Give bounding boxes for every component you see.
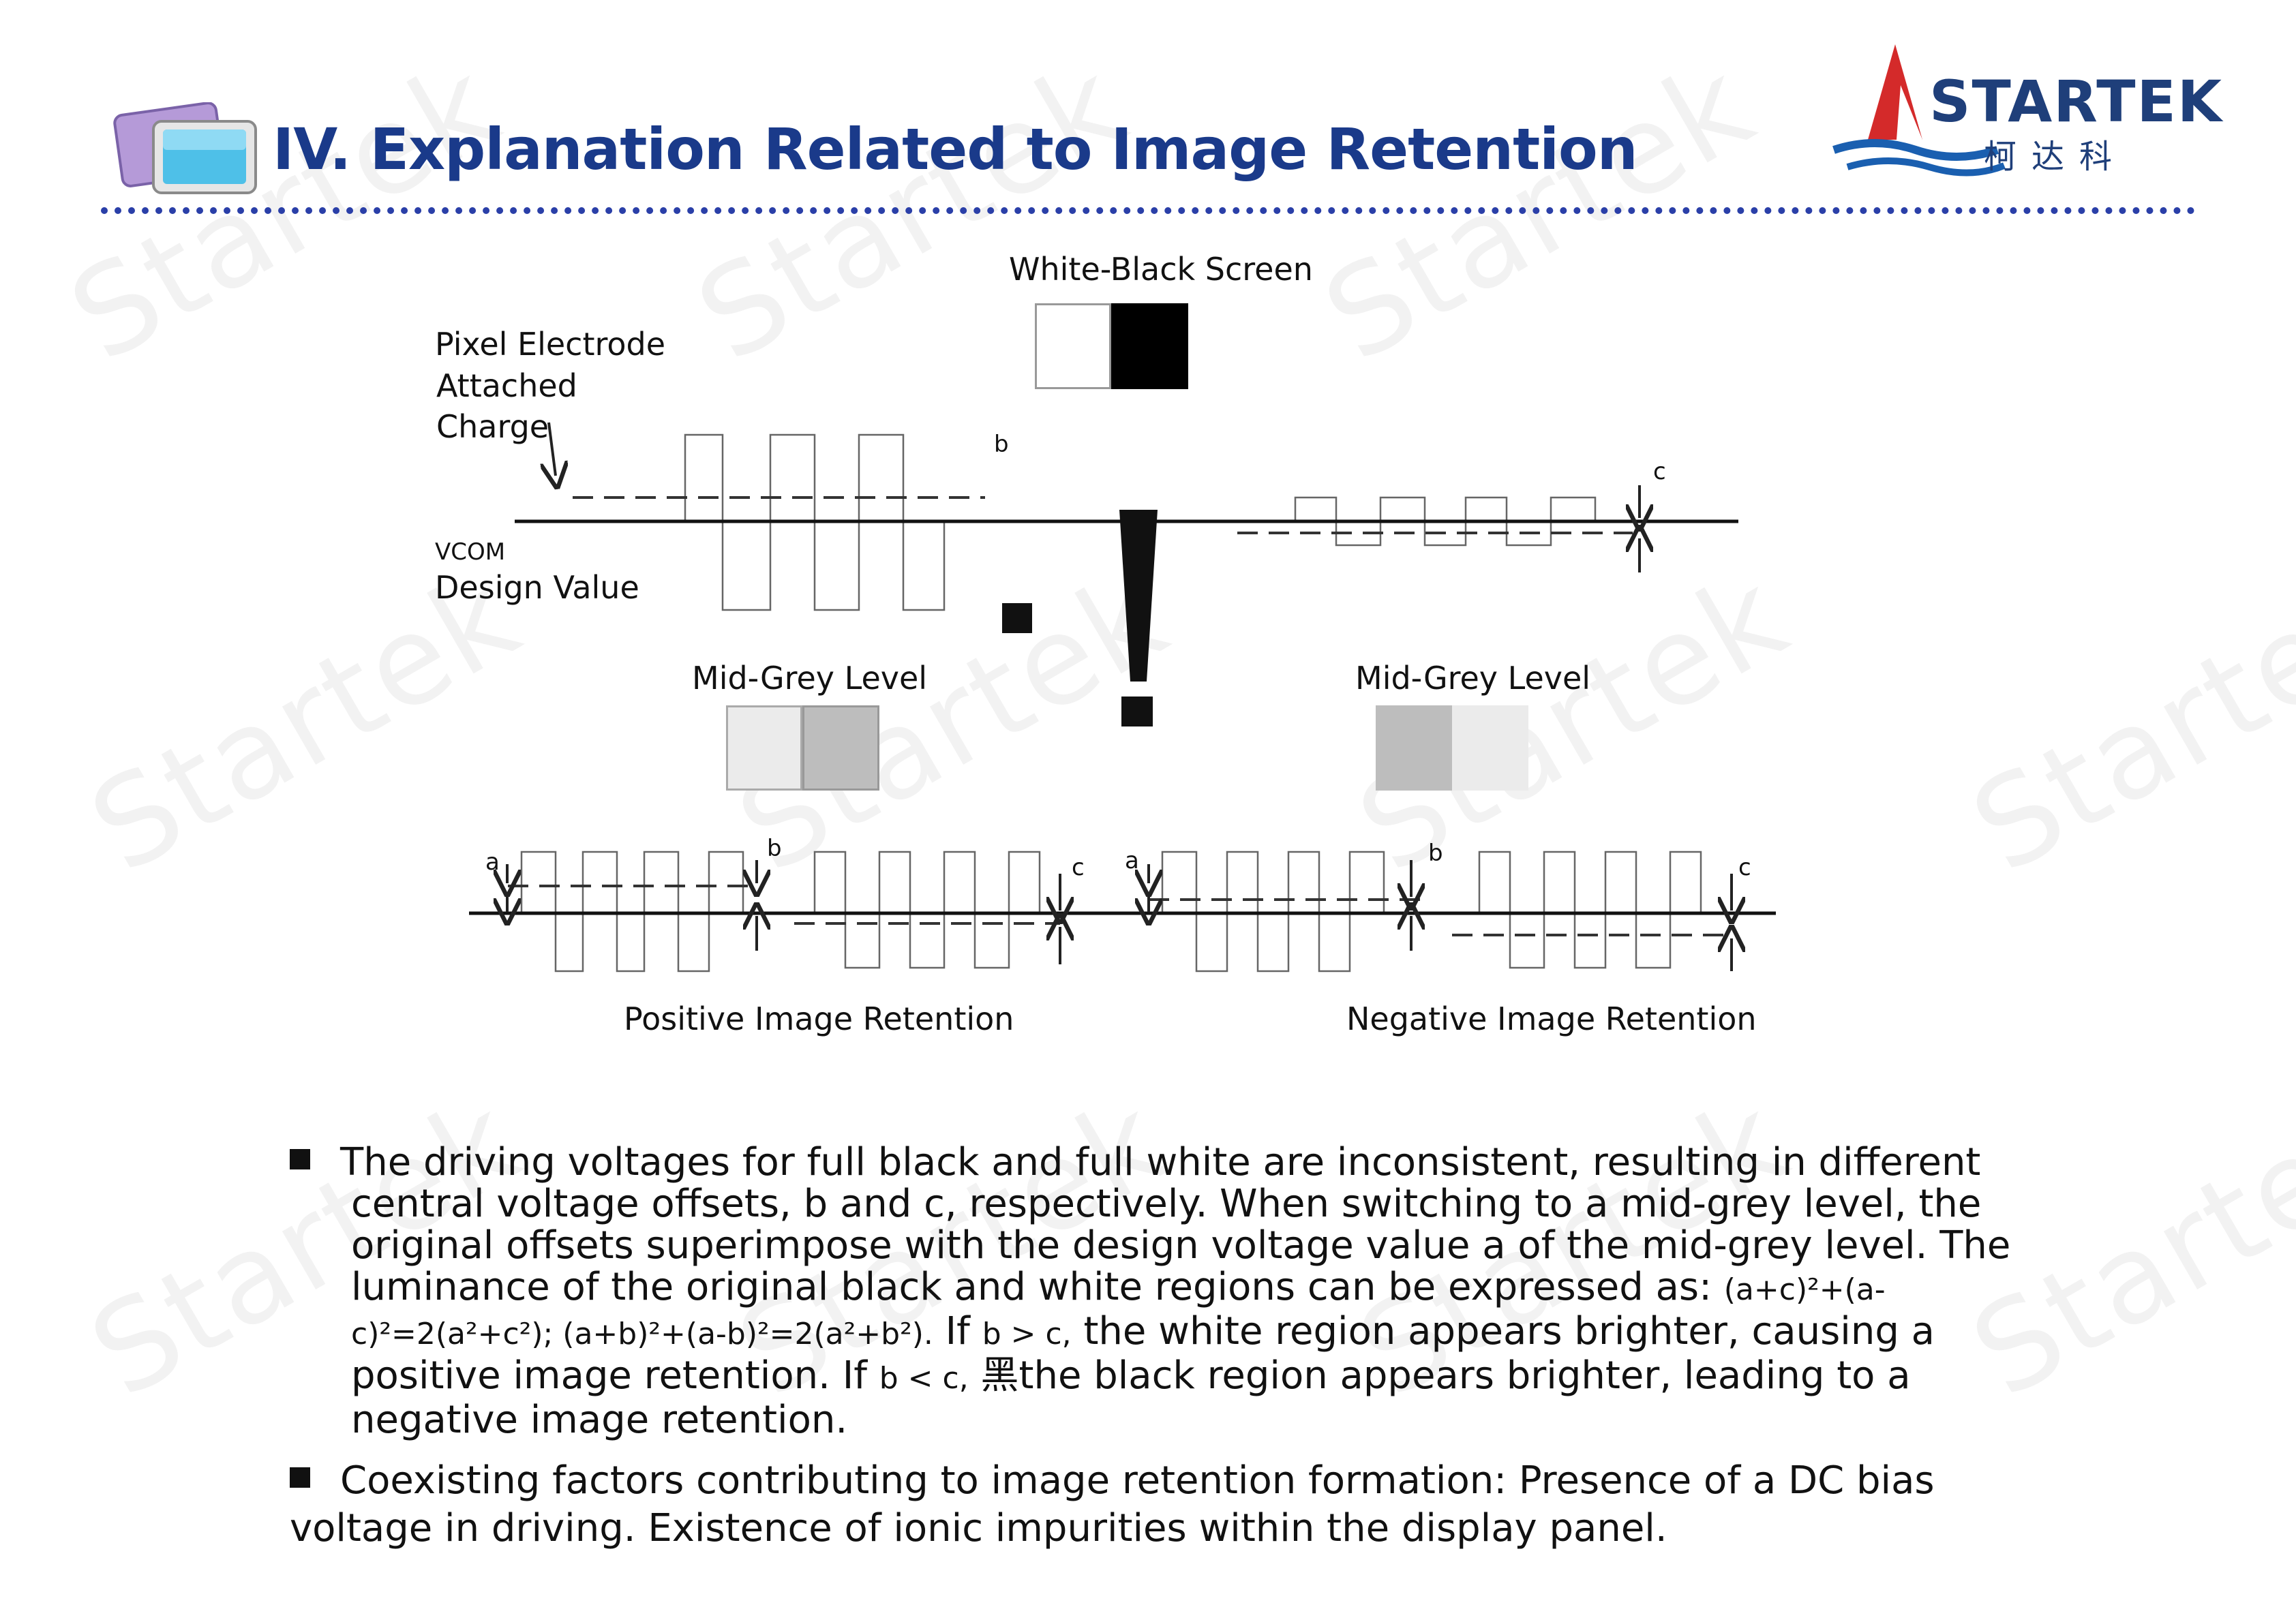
logo-name: STARTEK (1929, 68, 2223, 135)
light-grey-swatch (1452, 705, 1528, 791)
letter-c: c (1738, 854, 1751, 881)
startek-logo (1832, 44, 2006, 177)
bullet-text: Coexisting factors contributing to image… (290, 1458, 1935, 1550)
letter-c: c (1653, 458, 1666, 485)
condition-formula: b < c, (879, 1361, 969, 1396)
bullet-text: If (933, 1309, 982, 1353)
mid-grey-swatch (1376, 705, 1452, 791)
letter-b: b (767, 835, 782, 862)
negative-retention-label: Negative Image Retention (1346, 1000, 1757, 1037)
bullet-item: The driving voltages for full black and … (290, 1142, 2049, 1441)
black-swatch (1111, 303, 1188, 389)
pixel-electrode-label-line3: Charge (436, 408, 549, 445)
bullet-square-icon (290, 1467, 310, 1488)
vcom-label: VCOM (435, 538, 506, 566)
letter-c: c (1072, 854, 1085, 881)
letter-a: a (485, 848, 500, 876)
bullet-text: 黑the black region appears brighter, lead… (351, 1353, 1911, 1442)
mid-grey-left-label: Mid-Grey Level (692, 660, 928, 697)
white-swatch (1035, 303, 1111, 389)
letter-b: b (1428, 840, 1443, 867)
letter-b: b (994, 431, 1009, 458)
positive-retention-label: Positive Image Retention (624, 1000, 1014, 1037)
design-value-label: Design Value (435, 569, 639, 606)
mid-grey-right-label: Mid-Grey Level (1355, 660, 1591, 697)
bullet-item: Coexisting factors contributing to image… (290, 1457, 2049, 1552)
letter-a: a (1125, 847, 1139, 874)
condition-formula: b > c, (982, 1317, 1072, 1351)
header-divider (101, 207, 2195, 214)
white-black-screen-label: White-Black Screen (1009, 251, 1313, 288)
logo-chinese-name: 柯达科 (1984, 138, 2128, 176)
pixel-electrode-label-line1: Pixel Electrode (435, 326, 666, 363)
bullet-text: the white region appears brighter, causi… (351, 1309, 1935, 1398)
pixel-electrode-label-line2: Attached (436, 367, 577, 404)
bullet-list: The driving voltages for full black and … (290, 1142, 2049, 1552)
light-grey-swatch (726, 705, 802, 791)
monitor-tablets-icon (113, 102, 257, 194)
mid-grey-swatch (802, 705, 879, 791)
page-title: IV. Explanation Related to Image Retenti… (273, 116, 1638, 183)
bullet-text: The driving voltages for full black and … (340, 1140, 2011, 1309)
luminance-formula: (a+c)²+(a-c)²=2(a²+c²); (a+b)²+(a-b)²=2(… (351, 1272, 1886, 1351)
bullet-square-icon (290, 1149, 310, 1169)
